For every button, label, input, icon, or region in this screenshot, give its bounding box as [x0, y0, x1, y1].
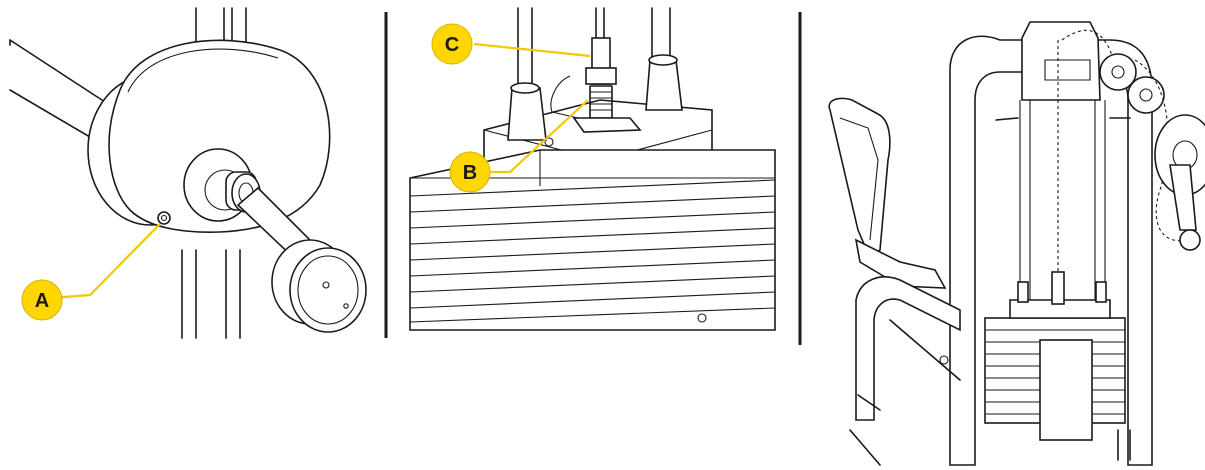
callout-c: C: [431, 23, 473, 65]
callout-b: B: [449, 151, 491, 193]
callout-b-leader: [490, 99, 589, 174]
panel-machine-overview: [828, 21, 1205, 466]
callout-c-label: C: [445, 34, 459, 56]
callout-a-leader: [51, 223, 161, 300]
panel-pedal-cam: A: [9, 7, 367, 339]
weight-plates: [409, 149, 776, 331]
callout-b-label: B: [463, 162, 477, 184]
callout-a-label: A: [35, 290, 49, 312]
callout-a: A: [21, 279, 63, 321]
panel-weight-stack: C B: [409, 7, 776, 331]
callout-c-leader: [473, 42, 591, 58]
